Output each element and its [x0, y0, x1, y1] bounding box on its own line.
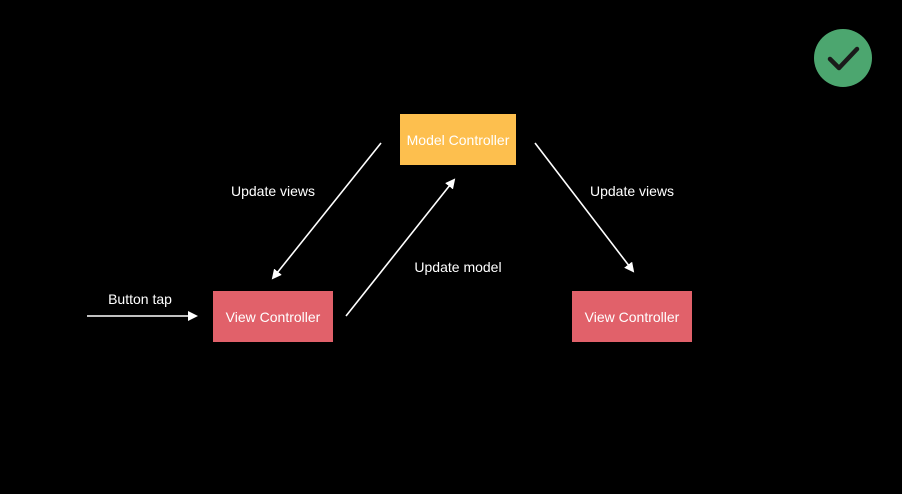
checkmark-icon: [814, 29, 872, 87]
update-views-right-label: Update views: [589, 183, 675, 199]
model-controller-box: Model Controller: [400, 114, 516, 165]
view-controller-left-label: View Controller: [225, 308, 321, 325]
view-controller-right-label: View Controller: [584, 308, 680, 325]
update-views-left-label: Update views: [230, 183, 316, 199]
checkmark-badge-circle: [814, 29, 872, 87]
arrow-update-views-right: [534, 142, 635, 273]
arrow-update-views-left: [271, 142, 382, 280]
view-controller-left-box: View Controller: [213, 291, 333, 342]
update-model-label: Update model: [414, 259, 502, 275]
model-controller-label: Model Controller: [406, 131, 510, 148]
view-controller-right-box: View Controller: [572, 291, 692, 342]
checkmark-stroke: [827, 46, 860, 71]
arrow-update-model: [345, 178, 456, 317]
button-tap-label: Button tap: [108, 291, 172, 307]
